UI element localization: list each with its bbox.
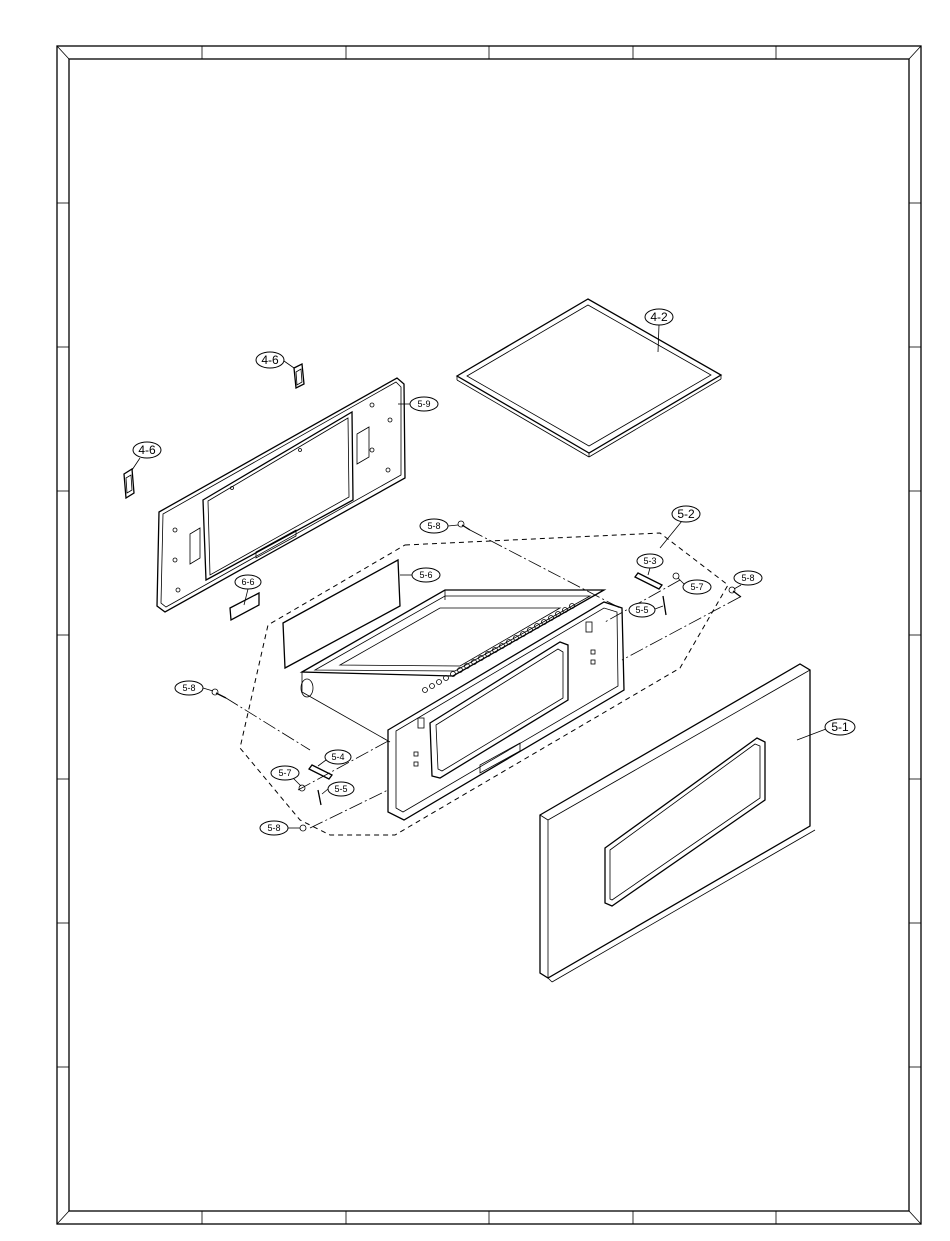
callout-5-8-bottom-label: 5-8 bbox=[267, 823, 280, 833]
callout-5-1-label: 5-1 bbox=[831, 720, 849, 734]
callout-5-6: 5-6 bbox=[400, 568, 440, 582]
callout-5-7-right-label: 5-7 bbox=[690, 582, 703, 592]
subassembly-boundary bbox=[240, 533, 728, 835]
part-screw-left bbox=[212, 689, 226, 698]
callout-5-6-label: 5-6 bbox=[419, 570, 432, 580]
callout-6-6: 6-6 bbox=[235, 575, 261, 605]
callout-6-6-label: 6-6 bbox=[241, 577, 254, 587]
callout-5-7-right: 5-7 bbox=[678, 578, 711, 594]
part-film-sheet bbox=[283, 560, 400, 668]
callout-5-4-label: 5-4 bbox=[331, 752, 344, 762]
callout-5-8-top-label: 5-8 bbox=[427, 521, 440, 531]
assembly-lines bbox=[226, 530, 740, 828]
callout-4-6-upper-label: 4-6 bbox=[261, 353, 279, 367]
callout-5-5-right: 5-5 bbox=[629, 603, 663, 617]
callout-5-7-left: 5-7 bbox=[271, 766, 301, 786]
part-choke-cover-upper bbox=[294, 364, 304, 388]
part-outer-door bbox=[540, 664, 815, 982]
callout-5-8-top: 5-8 bbox=[420, 519, 458, 533]
part-glass-plate bbox=[457, 299, 721, 457]
callout-5-5-left: 5-5 bbox=[322, 782, 354, 796]
part-label bbox=[230, 593, 259, 620]
callout-5-1: 5-1 bbox=[797, 719, 855, 740]
callout-5-8-left-label: 5-8 bbox=[182, 683, 195, 693]
callout-5-5-left-label: 5-5 bbox=[334, 784, 347, 794]
callout-5-8-right: 5-8 bbox=[734, 571, 762, 589]
callout-5-3: 5-3 bbox=[637, 554, 663, 575]
drawing-frame bbox=[57, 46, 921, 1224]
callout-5-9-label: 5-9 bbox=[417, 399, 430, 409]
callout-4-6-lower: 4-6 bbox=[132, 442, 161, 470]
part-screw-bottom bbox=[300, 825, 306, 831]
part-choke-cover-lower bbox=[124, 469, 134, 498]
callout-4-2-label: 4-2 bbox=[650, 310, 668, 324]
callout-5-8-right-label: 5-8 bbox=[741, 573, 754, 583]
callout-4-6-upper: 4-6 bbox=[256, 352, 294, 368]
part-screw-top bbox=[458, 521, 470, 530]
callout-5-3-label: 5-3 bbox=[643, 556, 656, 566]
callout-5-2: 5-2 bbox=[660, 506, 700, 548]
callout-5-8-left: 5-8 bbox=[175, 681, 213, 695]
callout-5-7-left-label: 5-7 bbox=[278, 768, 291, 778]
part-latch-lower bbox=[299, 765, 332, 805]
callout-5-2-label: 5-2 bbox=[677, 507, 695, 521]
callout-4-6-lower-label: 4-6 bbox=[138, 443, 156, 457]
callout-5-8-bottom: 5-8 bbox=[260, 821, 300, 835]
callout-5-5-right-label: 5-5 bbox=[635, 605, 648, 615]
